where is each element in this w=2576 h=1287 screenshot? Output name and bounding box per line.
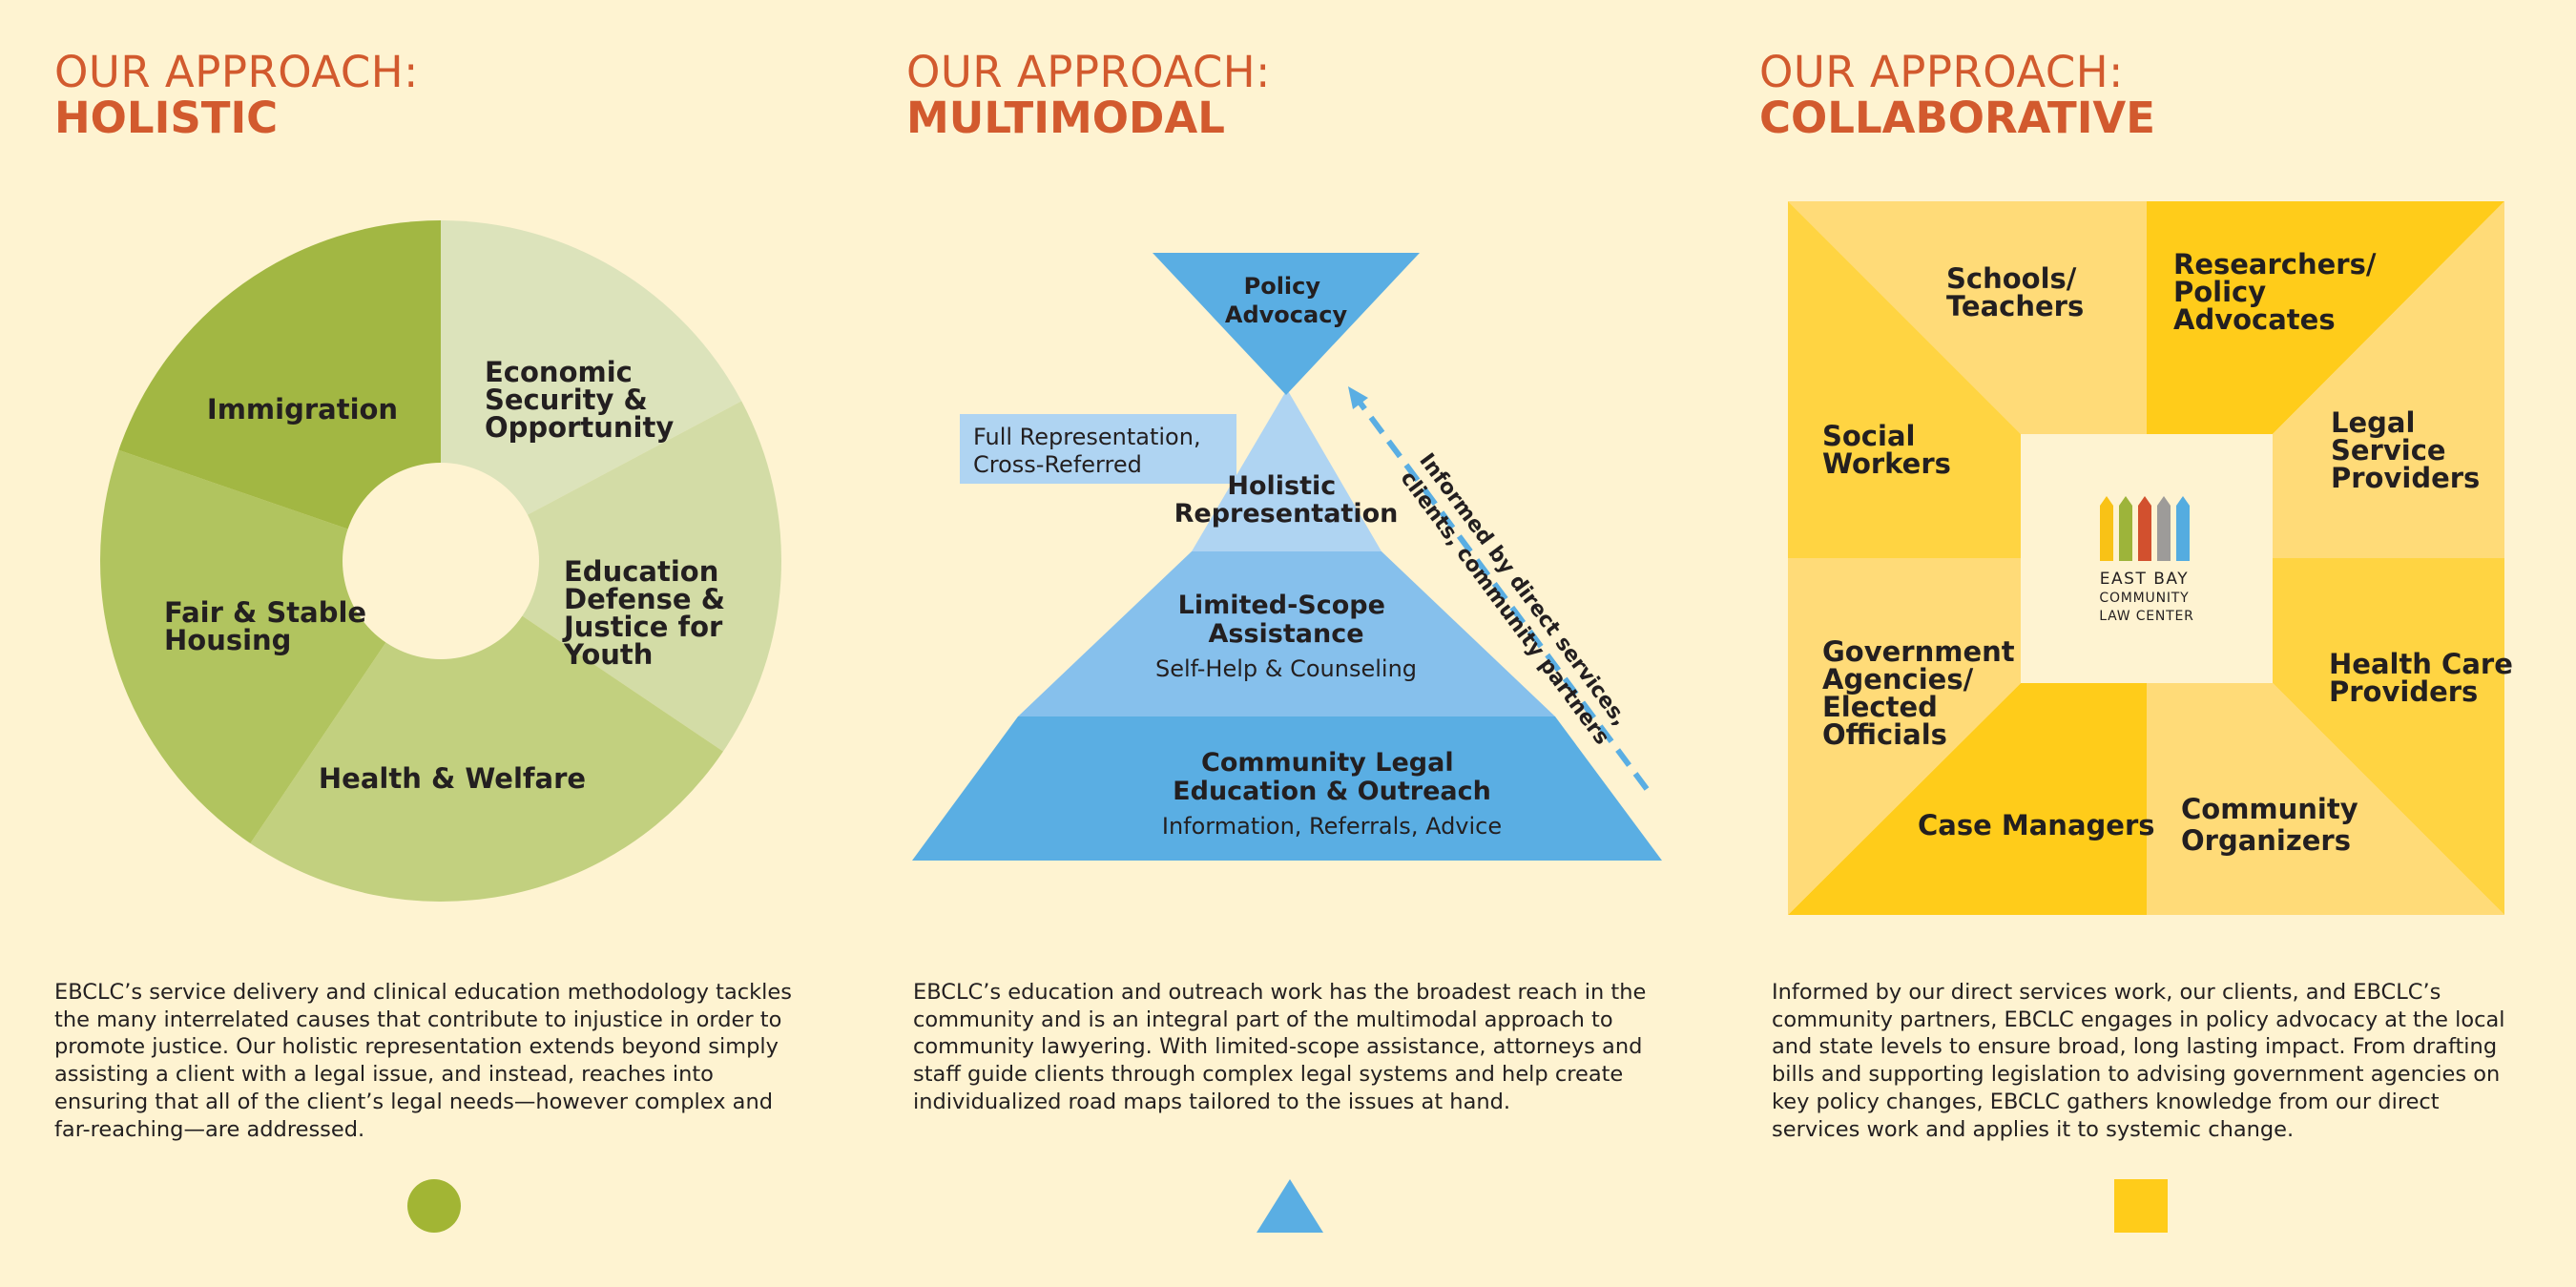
- segment-label-immigration: Immigration: [207, 393, 398, 426]
- slice-health-welfare: [250, 561, 723, 903]
- multimodal-heading-title: MULTIMODAL: [906, 93, 1225, 143]
- logo-text: EAST BAY COMMUNITY LAW CENTER: [2099, 570, 2193, 624]
- policy-advocacy-triangle: [1153, 253, 1420, 395]
- segment-label-economic-security: Economic Security & Opportunity: [485, 356, 674, 444]
- partner-label-social-workers: Social Workers: [1822, 420, 1951, 480]
- collaborative-heading-prefix: OUR APPROACH:: [1759, 47, 2124, 97]
- region-community-organizers: [2147, 683, 2504, 915]
- region-legal-service: [2273, 201, 2504, 558]
- logo-bar: [2119, 496, 2132, 561]
- multimodal-heading: OUR APPROACH: MULTIMODAL: [906, 50, 1271, 141]
- collaborative-partner-grid: EAST BAY COMMUNITY LAW CENTER Schools/ T…: [1788, 201, 2523, 915]
- tier-limited-scope-label: Limited-Scope Assistance: [1178, 591, 1395, 649]
- collaborative-square-marker: [2114, 1179, 2168, 1233]
- partner-label-researchers: Researchers/ Policy Advocates: [2173, 248, 2386, 336]
- collaborative-heading-title: COLLABORATIVE: [1759, 93, 2155, 143]
- partner-label-case-managers: Case Managers: [1918, 809, 2155, 841]
- region-health-care: [2273, 558, 2504, 915]
- region-schools-teachers: [1788, 201, 2147, 434]
- segment-label-education-defense: Education Defense & Justice for Youth: [562, 555, 735, 671]
- multimodal-description: EBCLC’s education and outreach work has …: [913, 980, 1647, 1114]
- segment-label-fair-housing: Fair & Stable Housing: [164, 596, 376, 656]
- partner-label-legal-service: Legal Service Providers: [2331, 406, 2480, 494]
- region-social-workers: [1788, 201, 2021, 558]
- policy-advocacy-label: Policy Advocacy: [1225, 273, 1348, 328]
- slice-immigration: [118, 220, 442, 561]
- segment-label-health-welfare: Health & Welfare: [319, 762, 586, 795]
- feedback-dashed-arrow: [1356, 399, 1650, 791]
- donut-center-hole: [343, 463, 539, 659]
- side-note-box: [960, 414, 1236, 484]
- logo-bar: [2176, 496, 2190, 561]
- partner-regions: [1788, 201, 2504, 915]
- logo-bar: [2100, 496, 2113, 561]
- holistic-donut-diagram: Economic Security & Opportunity Educatio…: [100, 220, 782, 903]
- holistic-heading-title: HOLISTIC: [54, 93, 279, 143]
- holistic-heading: OUR APPROACH: HOLISTIC: [54, 50, 419, 141]
- tier-community-legal-education: [912, 716, 1662, 861]
- holistic-description: EBCLC’s service delivery and clinical ed…: [54, 980, 792, 1142]
- tier-holistic-representation: [1192, 389, 1381, 551]
- holistic-heading-prefix: OUR APPROACH:: [54, 47, 419, 97]
- slice-education-defense: [441, 401, 782, 752]
- slice-economic-security: [441, 220, 742, 561]
- arrow-head-icon: [1348, 386, 1368, 409]
- multimodal-heading-prefix: OUR APPROACH:: [906, 47, 1271, 97]
- region-case-managers: [1788, 683, 2147, 915]
- logo-pencil-bars: [2100, 496, 2190, 561]
- region-government: [1788, 558, 2021, 915]
- tier-community-label: Community Legal Education & Outreach: [1173, 748, 1491, 806]
- tier-holistic-label: Holistic Representation: [1174, 471, 1399, 529]
- holistic-circle-marker: [407, 1179, 461, 1233]
- tier-limited-scope-assistance: [1018, 551, 1555, 716]
- partner-label-health-care: Health Care Providers: [2329, 648, 2523, 708]
- tier-limited-scope-subtitle: Self-Help & Counseling: [1155, 655, 1417, 682]
- logo-bar: [2157, 496, 2171, 561]
- multimodal-pyramid-diagram: Policy Advocacy Full Representation, Cro…: [912, 253, 1662, 861]
- region-researchers: [2147, 201, 2504, 434]
- side-note-label: Full Representation, Cross-Referred: [973, 424, 1208, 478]
- partner-label-schools: Schools/ Teachers: [1946, 262, 2086, 322]
- multimodal-triangle-marker: [1257, 1179, 1323, 1233]
- partner-label-community-organizers: Community Organizers: [2181, 793, 2368, 857]
- logo-bar: [2138, 496, 2151, 561]
- tier-community-subtitle: Information, Referrals, Advice: [1162, 813, 1502, 840]
- collaborative-description: Informed by our direct services work, ou…: [1772, 980, 2505, 1142]
- partner-label-government: Government Agencies/ Elected Officials: [1822, 635, 2025, 751]
- collaborative-heading: OUR APPROACH: COLLABORATIVE: [1759, 50, 2155, 141]
